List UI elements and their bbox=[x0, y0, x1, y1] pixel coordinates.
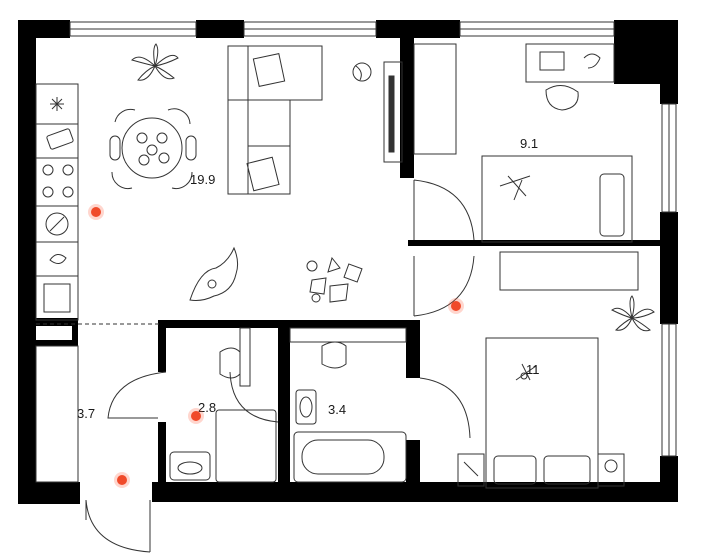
marker-bedroom-door[interactable] bbox=[451, 301, 461, 311]
area-label-living-kitchen: 19.9 bbox=[190, 172, 216, 187]
bedroom-large-furniture bbox=[457, 295, 655, 489]
fridge-icon bbox=[50, 97, 64, 111]
chair-icon bbox=[545, 85, 579, 111]
area-label-bedroom-small: 9.1 bbox=[520, 136, 539, 151]
ball-icon bbox=[352, 62, 372, 82]
bathtub-icon bbox=[293, 431, 407, 483]
outer-walls bbox=[18, 20, 678, 504]
doors bbox=[85, 179, 475, 553]
room-outlines bbox=[35, 323, 160, 482]
plant-icon bbox=[131, 43, 179, 81]
microwave-icon bbox=[46, 128, 74, 150]
toilet-icon bbox=[219, 347, 241, 379]
area-label-bedroom-large: 11 bbox=[526, 362, 540, 377]
bedroom-small-furniture bbox=[413, 43, 639, 291]
bed-small bbox=[481, 155, 633, 243]
desk bbox=[525, 43, 615, 83]
marker-entrance[interactable] bbox=[117, 475, 127, 485]
tv-stand bbox=[383, 61, 403, 163]
living-furniture bbox=[109, 43, 403, 303]
dog-icon bbox=[189, 246, 239, 301]
area-label-hallway: 3.7 bbox=[77, 406, 96, 421]
marker-living-kitchen[interactable] bbox=[91, 207, 101, 217]
airplane-toy-icon bbox=[499, 175, 531, 201]
toilet-icon bbox=[321, 341, 347, 369]
washing-machine-icon bbox=[45, 212, 69, 236]
dishwasher-icon bbox=[43, 283, 71, 313]
airplane-toy-icon bbox=[515, 363, 537, 381]
area-label-bathroom-main: 3.4 bbox=[328, 402, 347, 417]
wardrobe bbox=[35, 345, 79, 483]
sofa-icon bbox=[227, 45, 323, 195]
washbasin bbox=[295, 389, 317, 425]
plant-icon bbox=[611, 295, 655, 332]
laptop-icon bbox=[539, 51, 565, 71]
dining-table-icon bbox=[109, 108, 197, 189]
kitchen-units bbox=[35, 83, 79, 483]
stove-icon bbox=[42, 164, 74, 198]
sink-icon bbox=[169, 451, 211, 481]
windows bbox=[69, 21, 677, 457]
marker-bathroom-wc[interactable] bbox=[191, 411, 201, 421]
bathroom-furniture bbox=[169, 327, 407, 483]
sink-icon bbox=[49, 254, 67, 264]
bed-large bbox=[485, 337, 599, 489]
area-label-bathroom-wc: 2.8 bbox=[198, 400, 217, 415]
toys-icon bbox=[306, 256, 363, 303]
